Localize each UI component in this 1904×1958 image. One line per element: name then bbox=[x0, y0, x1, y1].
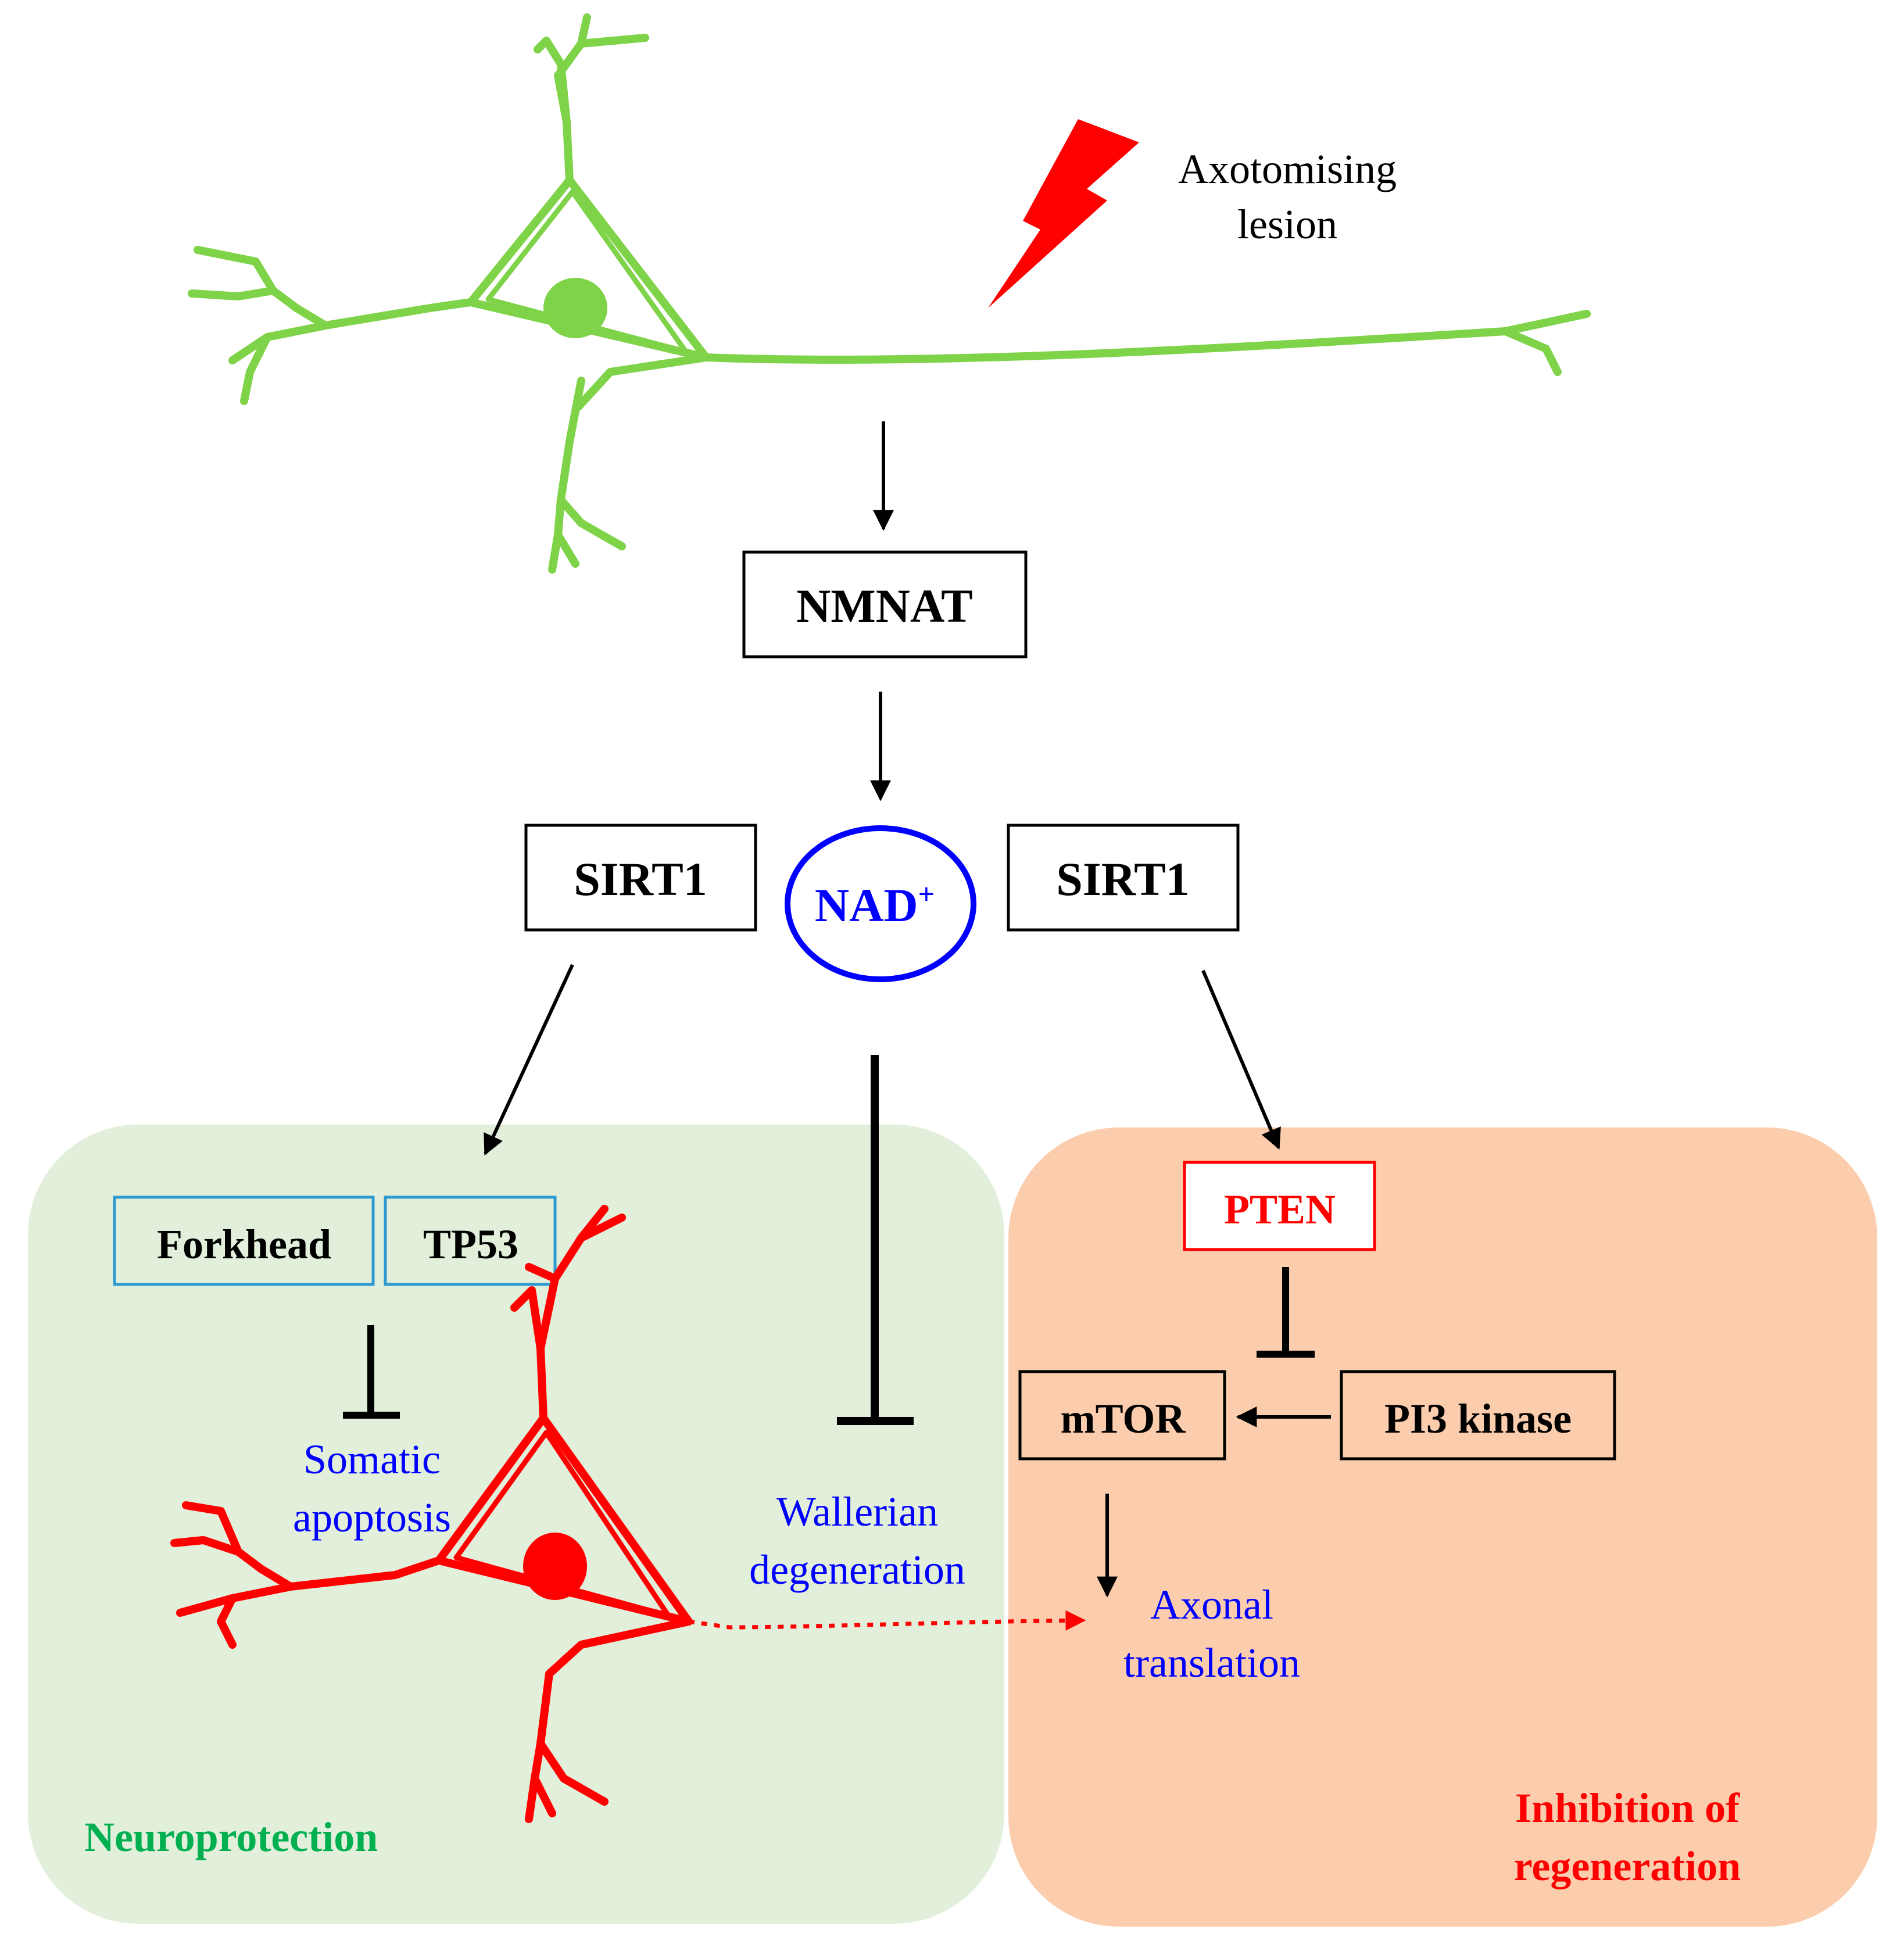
inhibit-pi3k bbox=[1257, 1267, 1315, 1358]
mtor-label: mTOR bbox=[1061, 1395, 1186, 1442]
somatic-label-line2: apoptosis bbox=[293, 1494, 451, 1541]
lightning-icon bbox=[988, 119, 1139, 308]
wallerian-label-line1: Wallerian bbox=[776, 1488, 938, 1535]
nad-label: NAD+ bbox=[815, 878, 935, 932]
healthy-neuron-nucleus bbox=[543, 278, 607, 338]
arrow-sirt1-to-forkhead bbox=[484, 964, 574, 1156]
neuroprotection-region bbox=[28, 1125, 1004, 1924]
wallerian-label-line2: degeneration bbox=[749, 1547, 965, 1593]
mtor-box bbox=[1018, 1370, 1226, 1461]
arrow-sirt1-to-pten bbox=[1201, 969, 1281, 1150]
sirt1-left-box bbox=[524, 824, 757, 932]
nmnat-label: NMNAT bbox=[796, 579, 973, 632]
pi3k-box bbox=[1340, 1370, 1616, 1461]
inhibition-label-line2: regeneration bbox=[1514, 1843, 1741, 1889]
axon-dotted-connector bbox=[688, 1610, 1086, 1631]
tp53-label: TP53 bbox=[423, 1221, 518, 1268]
axonal-label-line1: Axonal bbox=[1150, 1581, 1273, 1628]
pi3k-label: PI3 kinase bbox=[1384, 1395, 1572, 1442]
pten-box bbox=[1183, 1161, 1376, 1251]
tp53-box bbox=[384, 1195, 557, 1286]
inhibit-wallerian bbox=[837, 1055, 914, 1425]
inhibition-label-line1: Inhibition of bbox=[1515, 1785, 1740, 1831]
pten-label: PTEN bbox=[1224, 1186, 1336, 1233]
forkhead-box bbox=[113, 1195, 375, 1286]
injured-neuron-nucleus bbox=[523, 1533, 587, 1600]
axonal-label-line2: translation bbox=[1123, 1640, 1300, 1686]
sirt1-right-label: SIRT1 bbox=[1056, 853, 1190, 905]
sirt1-left-label: SIRT1 bbox=[574, 853, 707, 905]
neuroprotection-label: Neuroprotection bbox=[84, 1814, 378, 1860]
lesion-label-line2: lesion bbox=[1237, 201, 1337, 248]
lesion-label-line1: Axotomising bbox=[1178, 146, 1397, 192]
inhibition-region bbox=[1008, 1127, 1877, 1927]
nmnat-box bbox=[742, 550, 1028, 658]
nad-circle bbox=[785, 825, 976, 982]
healthy-neuron-icon bbox=[188, 13, 1591, 574]
nad-superscript: + bbox=[918, 878, 935, 910]
somatic-label-line1: Somatic bbox=[303, 1436, 441, 1483]
forkhead-label: Forkhead bbox=[157, 1221, 331, 1268]
inhibit-somatic-apoptosis bbox=[343, 1325, 400, 1419]
sirt1-right-box bbox=[1007, 824, 1240, 932]
